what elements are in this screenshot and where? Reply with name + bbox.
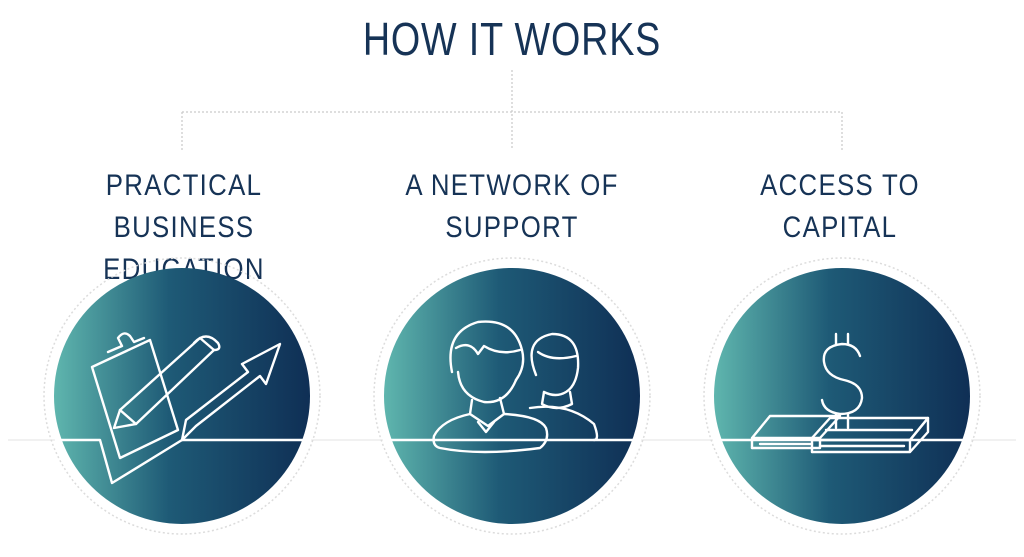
pillar-title-capital: ACCESS TO CAPITAL <box>711 165 969 249</box>
pillar-title-line: PRACTICAL BUSINESS <box>105 169 263 244</box>
pillar-circle-capital <box>703 257 981 535</box>
pillar-circle-support <box>373 257 651 535</box>
page-title: HOW IT WORKS <box>362 13 662 65</box>
people-network-icon <box>382 320 642 454</box>
pillar-title-line: SUPPORT <box>445 211 579 244</box>
pillar-title-line: A NETWORK OF <box>405 169 619 202</box>
education-arrow-clipboard-icon <box>54 332 312 485</box>
pillar-title-line: CAPITAL <box>782 211 898 244</box>
pillar-title-line: ACCESS TO <box>760 169 920 202</box>
pillar-circle-education <box>43 257 321 535</box>
pillar-title-support: A NETWORK OF SUPPORT <box>374 165 649 249</box>
dollar-money-stack-icon <box>712 332 972 454</box>
